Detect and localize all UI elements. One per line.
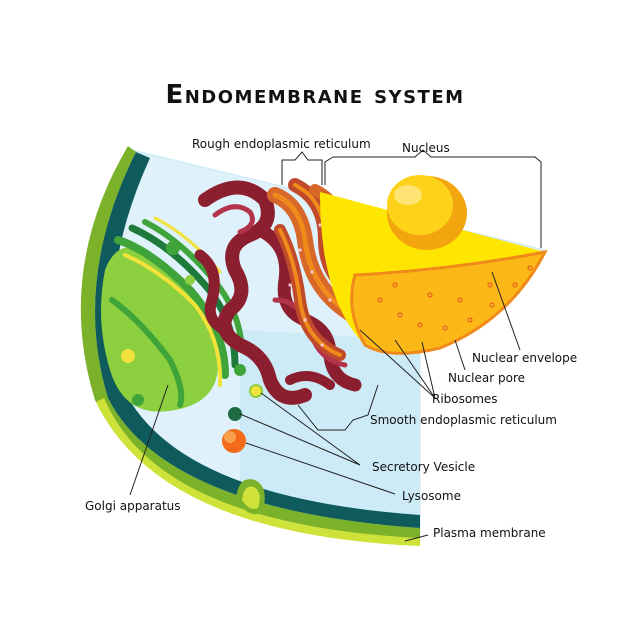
page-title: Endomembrane system <box>165 80 465 110</box>
leader-lines <box>129 149 542 542</box>
nuclear-pores <box>377 265 533 331</box>
nuclear-envelope <box>350 249 548 355</box>
membrane-bulge-inner <box>242 486 260 509</box>
label-secretory-vesicle: Secretory Vesicle <box>372 460 475 474</box>
label-nuclear-pore: Nuclear pore <box>448 371 525 385</box>
plasma-membrane-yellow <box>96 398 420 546</box>
label-nucleus: Nucleus <box>402 141 450 155</box>
labels: Rough endoplasmic reticulum Nucleus Nucl… <box>85 137 577 540</box>
label-ribosomes: Ribosomes <box>432 392 498 406</box>
label-plasma-membrane: Plasma membrane <box>433 526 546 540</box>
secretory-vesicle-2 <box>249 384 263 398</box>
secretory-vesicle <box>228 407 242 421</box>
cell-wall-dark <box>95 152 420 528</box>
label-nuclear-envelope: Nuclear envelope <box>472 351 577 365</box>
cell-membrane-outer <box>80 146 421 540</box>
label-smooth-er: Smooth endoplasmic reticulum <box>370 413 557 427</box>
label-rough-er: Rough endoplasmic reticulum <box>192 137 371 151</box>
label-golgi: Golgi apparatus <box>85 499 181 513</box>
nucleus <box>320 175 548 355</box>
label-lysosome: Lysosome <box>402 489 461 503</box>
